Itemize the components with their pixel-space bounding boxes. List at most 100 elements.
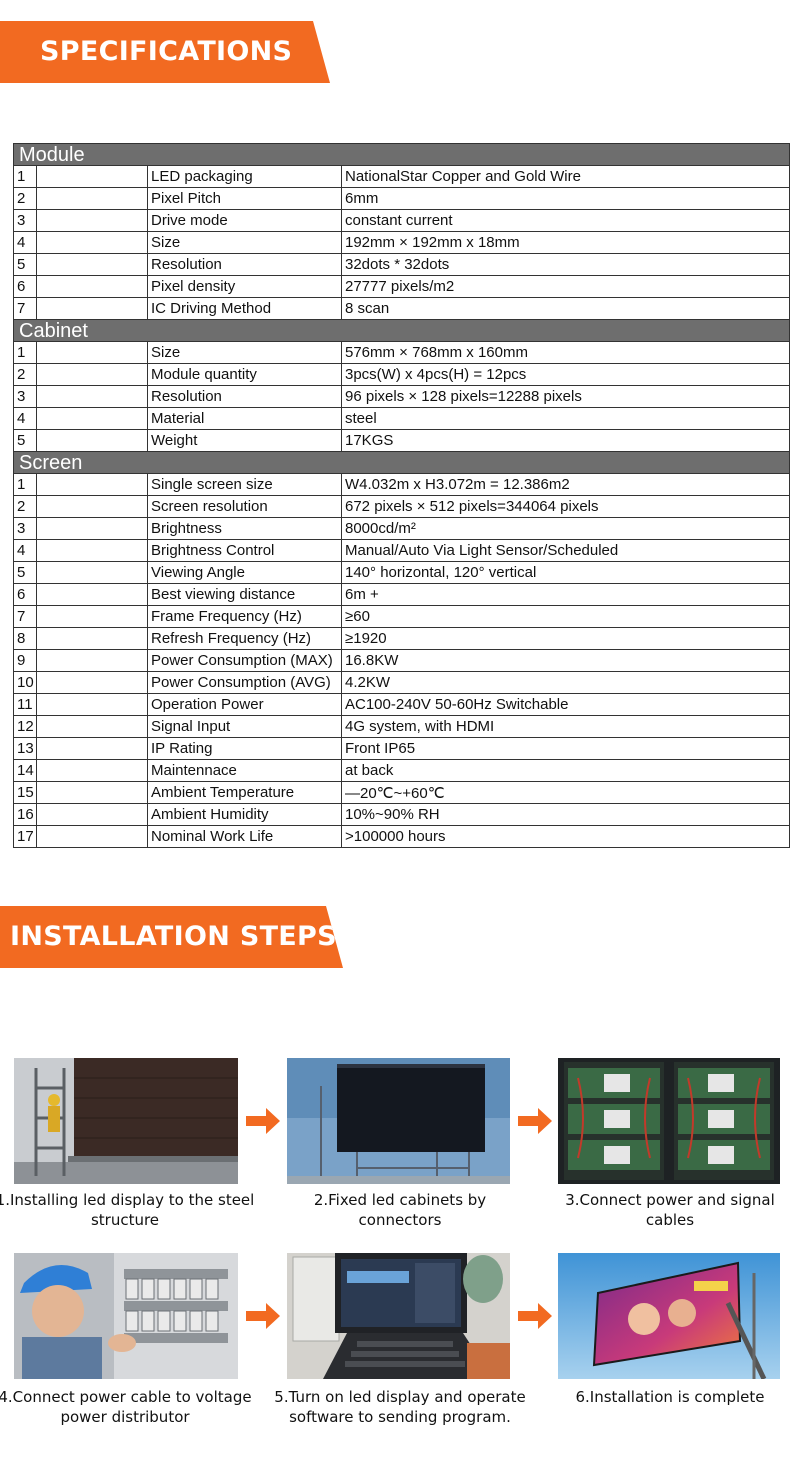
row-label: Size: [147, 341, 342, 364]
row-label: IC Driving Method: [147, 297, 342, 320]
row-label: Module quantity: [147, 363, 342, 386]
row-label: Single screen size: [147, 473, 342, 496]
row-value: 8000cd/m²: [341, 517, 790, 540]
row-label: Maintennace: [147, 759, 342, 782]
row-value: steel: [341, 407, 790, 430]
row-value: W4.032m x H3.072m = 12.386m2: [341, 473, 790, 496]
row-blank: [36, 341, 148, 364]
row-value: 6m +: [341, 583, 790, 606]
row-blank: [36, 539, 148, 562]
section-header: Screen: [13, 451, 790, 474]
row-blank: [36, 627, 148, 650]
row-blank: [36, 495, 148, 518]
step-1-caption: 1.Installing led display to the steel st…: [0, 1191, 255, 1229]
row-label: Frame Frequency (Hz): [147, 605, 342, 628]
row-label: Signal Input: [147, 715, 342, 738]
row-label: Brightness Control: [147, 539, 342, 562]
row-label: IP Rating: [147, 737, 342, 760]
specifications-banner: SPECIFICATIONS: [0, 21, 330, 83]
step-2-photo: [287, 1058, 510, 1184]
row-label: Screen resolution: [147, 495, 342, 518]
row-label: Power Consumption (MAX): [147, 649, 342, 672]
row-number: 4: [13, 407, 37, 430]
row-value: 672 pixels × 512 pixels=344064 pixels: [341, 495, 790, 518]
row-number: 5: [13, 429, 37, 452]
step-2-caption: 2.Fixed led cabinets by connectors: [313, 1191, 487, 1229]
row-blank: [36, 781, 148, 804]
row-number: 5: [13, 253, 37, 276]
section-header-row: Screen: [13, 451, 790, 474]
section-header: Module: [13, 143, 790, 166]
row-label: Power Consumption (AVG): [147, 671, 342, 694]
row-label: Drive mode: [147, 209, 342, 232]
row-label: Refresh Frequency (Hz): [147, 627, 342, 650]
step-3-photo: [558, 1058, 780, 1184]
row-blank: [36, 297, 148, 320]
step-6-photo: [558, 1253, 780, 1379]
row-number: 3: [13, 209, 37, 232]
row-number: 2: [13, 187, 37, 210]
row-label: Ambient Temperature: [147, 781, 342, 804]
row-value: 3pcs(W) x 4pcs(H) = 12pcs: [341, 363, 790, 386]
row-value: at back: [341, 759, 790, 782]
row-value: ≥1920: [341, 627, 790, 650]
row-label: Nominal Work Life: [147, 825, 342, 848]
step-5-photo: [287, 1253, 510, 1379]
row-blank: [36, 187, 148, 210]
row-blank: [36, 671, 148, 694]
step-1-photo: [14, 1058, 238, 1184]
row-label: Operation Power: [147, 693, 342, 716]
row-value: NationalStar Copper and Gold Wire: [341, 165, 790, 188]
row-number: 4: [13, 539, 37, 562]
row-number: 12: [13, 715, 37, 738]
row-number: 4: [13, 231, 37, 254]
arrow-right-icon: [246, 1303, 280, 1329]
row-blank: [36, 517, 148, 540]
row-blank: [36, 473, 148, 496]
step-4-photo: [14, 1253, 238, 1379]
row-value: 192mm × 192mm x 18mm: [341, 231, 790, 254]
installation-banner: INSTALLATION STEPS: [0, 906, 343, 968]
row-number: 10: [13, 671, 37, 694]
section-header-row: Module: [13, 143, 790, 166]
row-label: Pixel density: [147, 275, 342, 298]
step-4-caption: 4.Connect power cable to voltage power d…: [0, 1388, 252, 1426]
installation-title: INSTALLATION STEPS: [10, 921, 337, 952]
row-blank: [36, 605, 148, 628]
row-number: 3: [13, 517, 37, 540]
row-value: Front IP65: [341, 737, 790, 760]
section-header: Cabinet: [13, 319, 790, 342]
row-number: 6: [13, 275, 37, 298]
row-blank: [36, 429, 148, 452]
row-number: 17: [13, 825, 37, 848]
row-label: LED packaging: [147, 165, 342, 188]
row-label: Resolution: [147, 385, 342, 408]
row-blank: [36, 759, 148, 782]
row-label: Pixel Pitch: [147, 187, 342, 210]
row-value: ≥60: [341, 605, 790, 628]
row-number: 1: [13, 473, 37, 496]
row-blank: [36, 583, 148, 606]
row-blank: [36, 693, 148, 716]
row-value: AC100-240V 50-60Hz Switchable: [341, 693, 790, 716]
row-number: 16: [13, 803, 37, 826]
